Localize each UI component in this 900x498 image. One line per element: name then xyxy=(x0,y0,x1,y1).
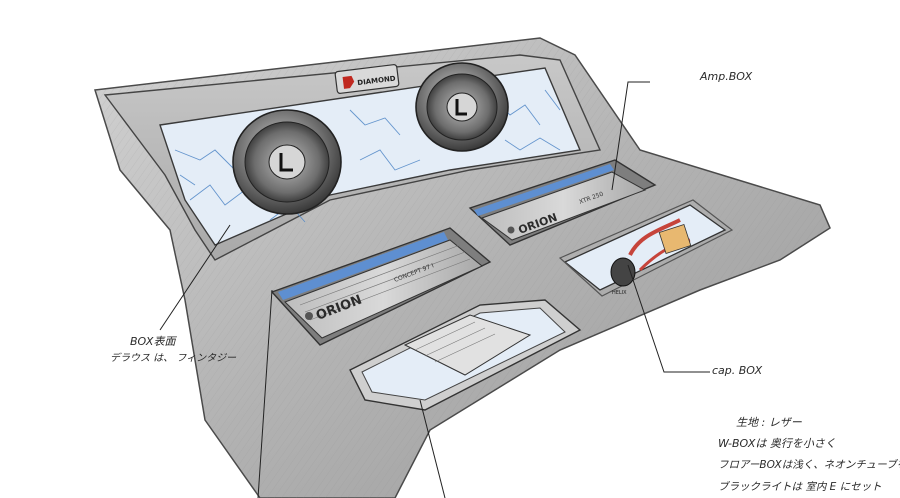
left-subwoofer xyxy=(232,109,342,215)
upper-amp-bay: ORION XTR 250 xyxy=(468,159,657,246)
cap-box-leader xyxy=(627,264,710,373)
note-line-4: ブラックライトは 室内 E にセット xyxy=(718,481,882,493)
note-line-2: W-BOXは 奥行を小さく xyxy=(718,437,836,450)
capacitor-icon xyxy=(610,257,636,287)
box-surface-leader xyxy=(159,224,231,331)
left-speaker-logo-icon xyxy=(279,153,293,172)
note-line-1: 生地 : レザー xyxy=(736,416,802,429)
amp-box-callout: Amp.BOX xyxy=(700,70,753,83)
cap-box-callout: cap. BOX xyxy=(712,364,763,377)
box-surface-callout-line2: デラウス は、 フィンタジー xyxy=(110,353,237,364)
leader-lines xyxy=(159,81,710,498)
main-amp-bay: ORION CONCEPT 97 I xyxy=(270,227,492,346)
diamond-logo-plate: DIAMOND xyxy=(334,64,400,94)
note-line-3: フロアーBOXは浅く、ネオンチューブを xyxy=(718,459,900,471)
right-subwoofer xyxy=(415,62,509,152)
capacitor-bay: HELIX xyxy=(558,199,734,297)
capacitor-logo: HELIX xyxy=(612,290,627,296)
box-surface-callout-line1: BOX表面 xyxy=(130,335,176,348)
floor-box xyxy=(349,299,582,411)
terminal-block xyxy=(658,224,692,254)
amp-box-leader xyxy=(611,81,650,191)
right-speaker-logo-icon xyxy=(455,99,467,116)
